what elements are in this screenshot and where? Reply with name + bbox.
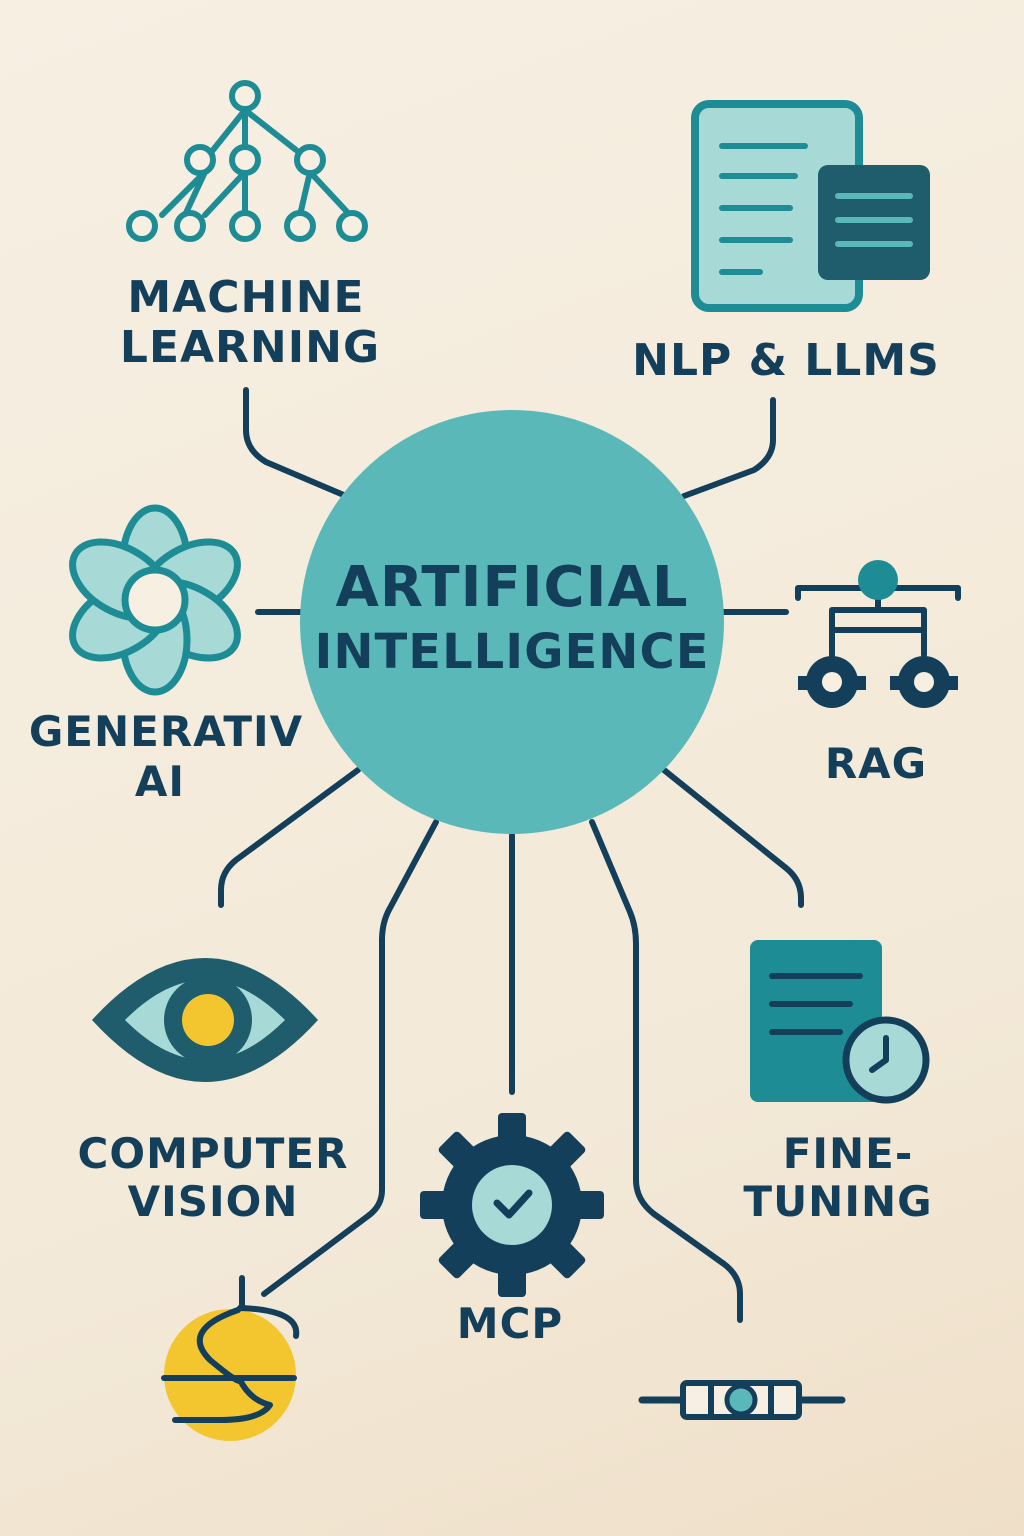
node-nlp-llms: NLP & LLMS: [632, 100, 940, 386]
fine-tuning-label-line1: FINE-: [783, 1129, 914, 1178]
connector-machine-learning: [243, 387, 349, 499]
connector-swirl: [261, 819, 439, 1297]
generative-ai-label-line1: GENERATIV: [29, 707, 303, 756]
openai-knot-icon: [69, 504, 241, 696]
documents-icon: [691, 100, 930, 312]
computer-vision-label-line2: VISION: [128, 1177, 299, 1226]
document-clock-icon: [750, 940, 930, 1104]
rag-label: RAG: [825, 739, 927, 788]
generative-ai-label-line2: AI: [135, 757, 185, 806]
center-title-line1: ARTIFICIAL: [335, 555, 688, 620]
network-tree-icon: [126, 80, 368, 242]
mcp-label: MCP: [457, 1299, 563, 1348]
machine-learning-label-line2: LEARNING: [120, 322, 380, 373]
node-machine-learning: MACHINE LEARNING: [120, 80, 380, 373]
node-fine-tuning: FINE- TUNING: [743, 940, 932, 1226]
retrieval-gears-icon: [795, 560, 961, 708]
node-swirl: [161, 1275, 300, 1441]
eye-icon: [92, 958, 318, 1082]
machine-learning-label-line1: MACHINE: [127, 272, 364, 323]
connector-nlp-llms: [681, 397, 776, 499]
center-node: ARTIFICIAL INTELLIGENCE: [300, 410, 724, 834]
connector-computer-vision: [218, 767, 361, 908]
fine-tuning-label-line2: TUNING: [743, 1177, 932, 1226]
computer-vision-label-line1: COMPUTER: [78, 1129, 349, 1178]
connector-link-icon: [638, 1380, 846, 1420]
center-title-line2: INTELLIGENCE: [315, 624, 710, 680]
swirl-coin-icon: [161, 1275, 300, 1441]
gear-check-icon: [420, 1113, 604, 1297]
node-generative-ai: GENERATIV AI: [29, 504, 303, 806]
node-rag: RAG: [795, 560, 961, 788]
connector-lines: [218, 387, 804, 1323]
node-computer-vision: COMPUTER VISION: [78, 958, 349, 1226]
connector-connector-icon: [589, 819, 743, 1323]
center-circle: [300, 410, 724, 834]
nlp-llms-label: NLP & LLMS: [632, 335, 940, 386]
node-mcp: MCP: [420, 1113, 604, 1348]
node-connector: [638, 1380, 846, 1420]
connector-fine-tuning: [661, 767, 804, 908]
